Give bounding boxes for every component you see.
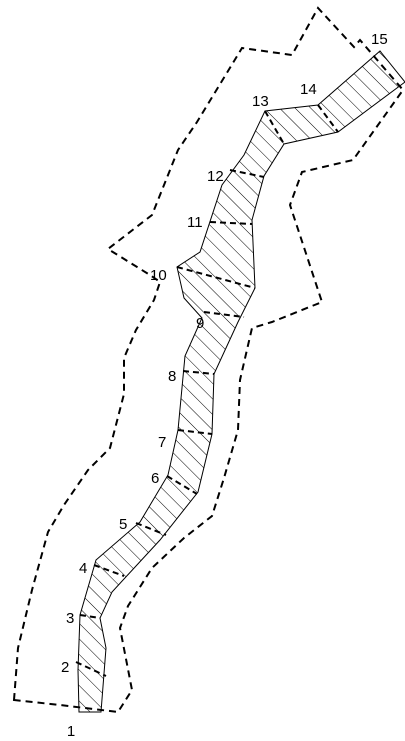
section-11	[209, 221, 253, 225]
section-3	[79, 614, 101, 619]
section-7	[177, 429, 213, 435]
section-labels: 1 2 3 4 5 6 7 8 9 10 11 12 13 14 15	[61, 31, 388, 740]
buffer-boundary	[12, 6, 405, 714]
section-9	[203, 311, 245, 318]
label-8: 8	[168, 368, 176, 385]
label-11: 11	[187, 214, 203, 231]
label-6: 6	[151, 470, 159, 487]
label-1: 1	[67, 723, 75, 740]
label-10: 10	[150, 267, 167, 284]
label-13: 13	[252, 93, 269, 110]
section-10	[176, 266, 256, 289]
label-7: 7	[158, 434, 166, 451]
label-2: 2	[61, 659, 69, 676]
cross-sections	[75, 104, 339, 677]
section-8	[182, 370, 215, 375]
section-5	[135, 522, 167, 536]
label-15: 15	[371, 31, 388, 48]
river-corridor	[77, 50, 405, 713]
section-12	[229, 169, 265, 178]
section-4	[93, 564, 125, 577]
label-12: 12	[207, 168, 224, 185]
section-2	[75, 661, 107, 677]
section-13	[264, 110, 285, 145]
label-14: 14	[300, 81, 317, 98]
section-14	[317, 104, 339, 133]
label-5: 5	[119, 516, 127, 533]
label-4: 4	[79, 560, 87, 577]
label-3: 3	[66, 610, 74, 627]
label-9: 9	[196, 315, 204, 332]
section-6	[166, 475, 198, 495]
